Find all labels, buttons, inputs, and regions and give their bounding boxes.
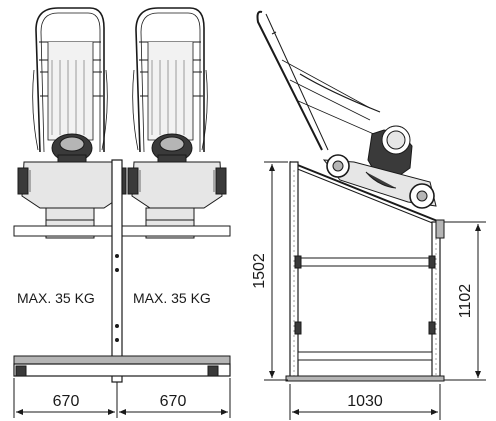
load-label-right: MAX. 35 KG xyxy=(133,290,211,306)
depth-dim: 1030 xyxy=(347,393,383,410)
height-dim-rear: 1102 xyxy=(457,284,474,319)
height-dim-front: 1502 xyxy=(251,253,268,289)
right-mower xyxy=(127,7,227,239)
front-width-dims xyxy=(13,378,231,418)
front-view xyxy=(13,7,231,418)
side-height-rear-dim xyxy=(444,221,486,381)
load-label-left: MAX. 35 KG xyxy=(17,290,95,306)
front-rack-frame xyxy=(13,159,231,383)
side-depth-dim xyxy=(289,384,441,420)
side-rack-frame xyxy=(285,161,445,382)
width-dim-left: 670 xyxy=(53,393,80,410)
left-mower xyxy=(17,7,127,239)
side-height-front-dim xyxy=(264,161,288,381)
side-mower xyxy=(256,10,437,209)
side-view xyxy=(256,10,486,420)
width-dim-right: 670 xyxy=(160,393,187,410)
